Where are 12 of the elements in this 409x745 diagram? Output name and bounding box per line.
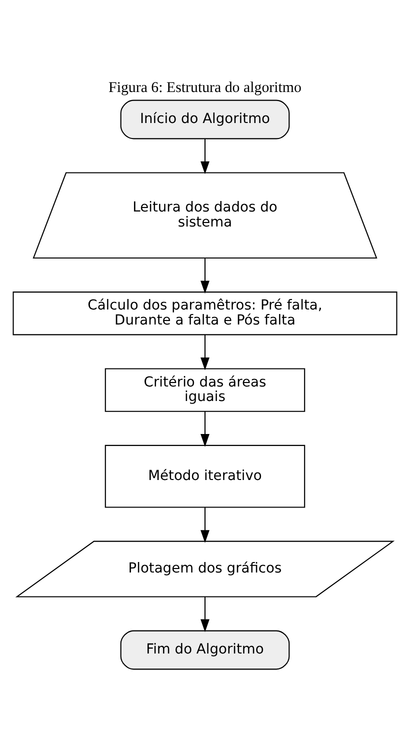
diagram-title: Figura 6: Estrutura do algoritmo bbox=[108, 80, 301, 96]
arrow bbox=[200, 508, 209, 543]
arrow bbox=[200, 412, 209, 447]
node-box: Início do Algoritmo bbox=[120, 100, 290, 140]
arrow bbox=[200, 258, 209, 294]
node-box: Critério das áreas iguais bbox=[104, 368, 305, 412]
arrow bbox=[200, 596, 209, 632]
node-box: Fim do Algoritmo bbox=[120, 630, 290, 670]
arrow bbox=[200, 334, 209, 370]
node-box: Cálculo dos paramêtros: Pré falta, Durante a falta e Pós falta bbox=[12, 292, 397, 336]
node-box: Método iterativo bbox=[104, 444, 305, 508]
arrow bbox=[200, 139, 209, 174]
